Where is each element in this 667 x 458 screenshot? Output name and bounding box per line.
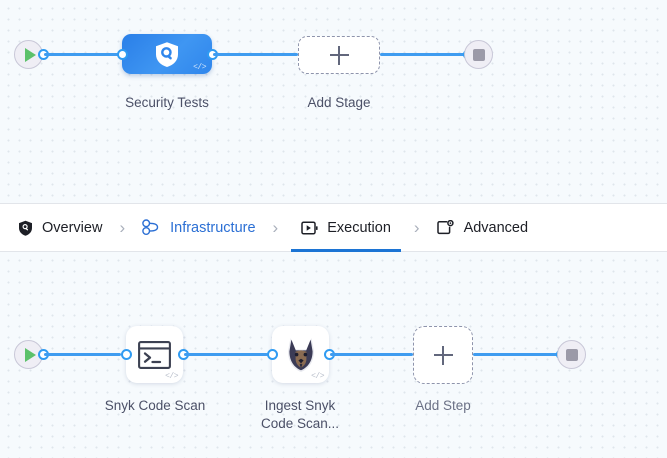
stop-icon: [472, 48, 485, 61]
add-step-label: Add Step: [415, 398, 471, 413]
stage-node-security-tests[interactable]: </>: [122, 34, 212, 74]
play-icon: [24, 347, 36, 362]
play-icon: [24, 47, 36, 62]
tab-overview-label: Overview: [42, 219, 103, 236]
tab-advanced[interactable]: Advanced: [433, 204, 533, 252]
step-link-4: [473, 353, 560, 356]
step-link-3: [330, 353, 413, 356]
step-node-snyk-code-scan[interactable]: </>: [126, 326, 183, 383]
tab-execution[interactable]: Execution: [291, 204, 401, 252]
plus-icon: [329, 45, 349, 65]
step-link-1: [44, 353, 121, 356]
plus-icon: [433, 345, 453, 365]
step-canvas[interactable]: </> Snyk Code Scan </> Ingest Snyk Code …: [0, 252, 667, 458]
play-box-icon: [301, 220, 318, 236]
stage-end-node[interactable]: [464, 40, 493, 69]
step-code-badge-2: </>: [311, 372, 324, 381]
stage-node-in-port[interactable]: [117, 49, 128, 60]
snyk-dog-logo-icon: [287, 337, 314, 372]
tab-infrastructure[interactable]: Infrastructure: [138, 204, 259, 252]
add-step-button[interactable]: [413, 326, 473, 384]
step-node-ingest-snyk-code-scan[interactable]: </>: [272, 326, 329, 383]
chevron-right-icon-2: ›: [272, 218, 279, 237]
terminal-icon: [138, 340, 171, 369]
stage-code-badge: </>: [193, 63, 206, 72]
stage-canvas[interactable]: </> Security Tests Add Stage: [0, 0, 667, 203]
tab-execution-label: Execution: [327, 219, 391, 236]
chevron-right-icon-1: ›: [119, 218, 126, 237]
box-gear-icon: [436, 219, 455, 236]
step-node-2-in-port[interactable]: [267, 349, 278, 360]
step-node-label-ingest-snyk: Ingest Snyk Code Scan...: [260, 398, 340, 431]
stage-node-label-security-tests: Security Tests: [125, 95, 209, 110]
stage-link-3: [380, 53, 468, 56]
tab-infrastructure-label: Infrastructure: [170, 219, 256, 236]
step-node-1-in-port[interactable]: [121, 349, 132, 360]
shield-search-icon: [156, 41, 178, 67]
chevron-right-icon-3: ›: [413, 218, 420, 237]
step-link-2: [184, 353, 268, 356]
tab-advanced-label: Advanced: [463, 219, 529, 236]
tab-overview[interactable]: Overview: [14, 204, 106, 252]
step-code-badge-1: </>: [165, 372, 178, 381]
step-node-label-snyk-code-scan: Snyk Code Scan: [104, 398, 206, 413]
shield-icon: [18, 220, 33, 236]
add-stage-label: Add Stage: [307, 95, 371, 110]
add-stage-button[interactable]: [298, 36, 380, 74]
cluster-nodes-icon: [142, 219, 161, 236]
stop-icon: [565, 348, 578, 361]
step-end-node[interactable]: [557, 340, 586, 369]
stage-link-2: [213, 53, 298, 56]
pipeline-tabbar: Overview › Infrastructure ›: [0, 203, 667, 252]
stage-link-1: [44, 53, 122, 56]
